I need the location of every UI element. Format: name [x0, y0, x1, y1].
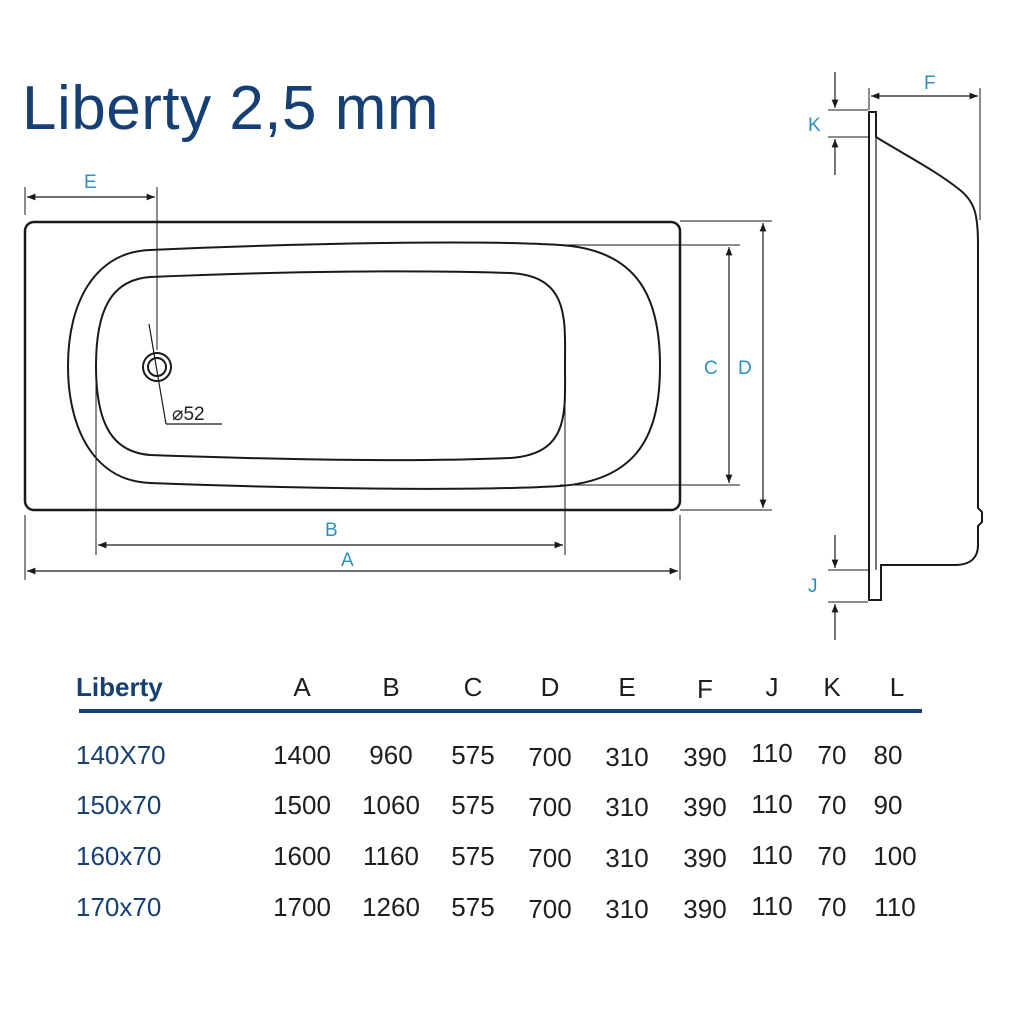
- drain-diameter-label: ⌀52: [172, 404, 205, 425]
- tub-basin-outer: [66, 241, 662, 490]
- dimension-j-label: J: [808, 576, 818, 597]
- dimension-e-label: E: [84, 172, 97, 193]
- page-title: Liberty 2,5 mm: [22, 74, 440, 143]
- drain-outer-ring: [142, 352, 172, 382]
- dimension-c-label: C: [704, 358, 718, 379]
- tub-outer-rim: [23, 220, 682, 512]
- tub-side-profile: [868, 111, 983, 601]
- tub-basin-floor: [94, 270, 567, 462]
- dimension-b-label: B: [325, 520, 338, 541]
- dimension-k-label: K: [808, 115, 821, 136]
- dimension-f-label: F: [924, 73, 936, 94]
- dimension-d-label: D: [738, 358, 752, 379]
- dimension-a-label: A: [341, 550, 354, 571]
- drain-inner-ring: [147, 357, 167, 377]
